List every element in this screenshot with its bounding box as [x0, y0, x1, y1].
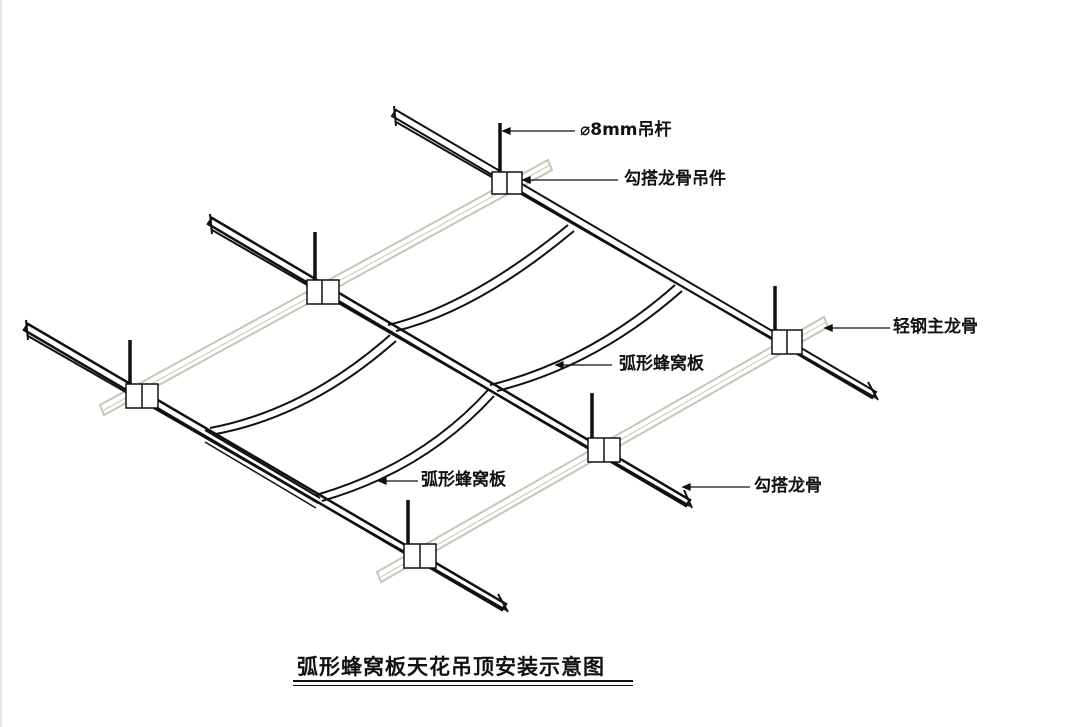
rod-hanger-3 — [125, 340, 159, 409]
caption-underline-thin — [293, 685, 633, 686]
label-panel-lower: 弧形蜂窝板 — [421, 470, 506, 490]
label-main-keel: 轻钢主龙骨 — [893, 317, 978, 337]
rod-hanger-5 — [587, 393, 621, 463]
curved-panel-lower-edge-2b — [321, 395, 495, 502]
label-hanger: 勾搭龙骨吊件 — [624, 169, 726, 189]
curved-panel-lower-edge-2 — [315, 389, 489, 496]
label-panel-upper: 弧形蜂窝板 — [619, 354, 704, 374]
leader-lines — [377, 127, 890, 491]
frame-edge — [0, 0, 2, 727]
curved-panels — [209, 224, 683, 502]
rod-hanger-4 — [771, 286, 803, 355]
label-hook-keel: 勾搭龙骨 — [754, 476, 822, 496]
curved-panel-upper-edge-1 — [387, 224, 569, 326]
rod-hanger-1 — [491, 123, 523, 195]
hangers — [125, 123, 803, 569]
rod-hanger-6 — [403, 500, 437, 569]
diagram-caption: 弧形蜂窝板天花吊顶安装示意图 — [297, 654, 605, 679]
curved-panel-upper-edge-2b — [496, 290, 683, 392]
curved-panel-lower-edge-1b — [215, 340, 397, 435]
label-rod: ⌀8mm吊杆 — [580, 120, 672, 140]
curved-panel-upper-edge-1b — [395, 230, 575, 332]
curved-panel-lower-edge-1 — [209, 334, 391, 429]
curved-panel-upper-edge-2 — [489, 284, 676, 386]
rod-hanger-2 — [306, 232, 340, 305]
caption-underline — [293, 680, 633, 682]
